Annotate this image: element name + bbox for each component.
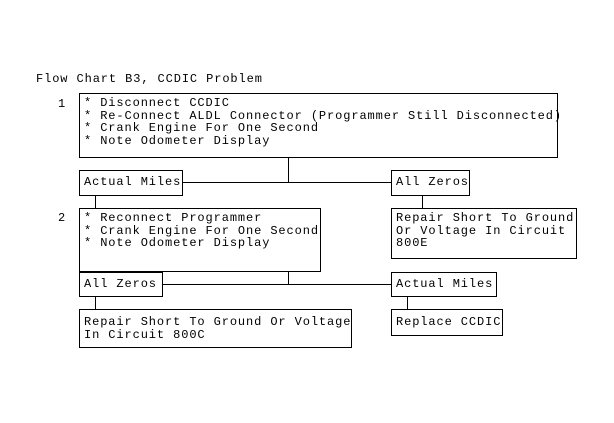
result-line: Or Voltage In Circuit (396, 223, 567, 238)
step-line: * Crank Engine For One Second (84, 121, 319, 135)
result-box: Replace CCDIC (391, 309, 503, 336)
step-line: * Note Odometer Display (84, 133, 271, 148)
result-box: Repair Short To Ground Or Voltage In Cir… (391, 208, 577, 259)
step-line: * Disconnect CCDIC (84, 96, 230, 110)
result-line: Repair Short To Ground (396, 211, 575, 225)
outcome-box: Actual Miles (79, 170, 183, 196)
step-line: * Crank Engine For One Second (84, 223, 319, 238)
result-line: In Circuit 800C (84, 327, 206, 342)
outcome-label: All Zeros (396, 175, 469, 189)
step-1-box: * Disconnect CCDIC * Re-Connect ALDL Con… (79, 93, 562, 158)
outcome-label: Actual Miles (396, 277, 494, 291)
outcome-box: All Zeros (391, 170, 470, 196)
step-line: * Note Odometer Display (84, 236, 271, 250)
step-2-box: * Reconnect Programmer * Crank Engine Fo… (79, 208, 321, 272)
outcome-label: All Zeros (84, 277, 157, 291)
step-line: * Reconnect Programmer (84, 211, 263, 225)
outcome-box: Actual Miles (391, 272, 497, 297)
result-line: Replace CCDIC (396, 315, 502, 329)
step-number: 2 (58, 211, 67, 225)
result-box: Repair Short To Ground Or Voltage In Cir… (79, 309, 352, 348)
step-number: 1 (58, 97, 67, 111)
chart-title: Flow Chart B3, CCDIC Problem (36, 72, 263, 86)
outcome-label: Actual Miles (84, 175, 182, 189)
result-line: Repair Short To Ground Or Voltage (84, 315, 352, 329)
step-line: * Re-Connect ALDL Connector (Programmer … (84, 108, 562, 123)
result-line: 800E (396, 236, 429, 250)
outcome-box: All Zeros (79, 272, 163, 297)
